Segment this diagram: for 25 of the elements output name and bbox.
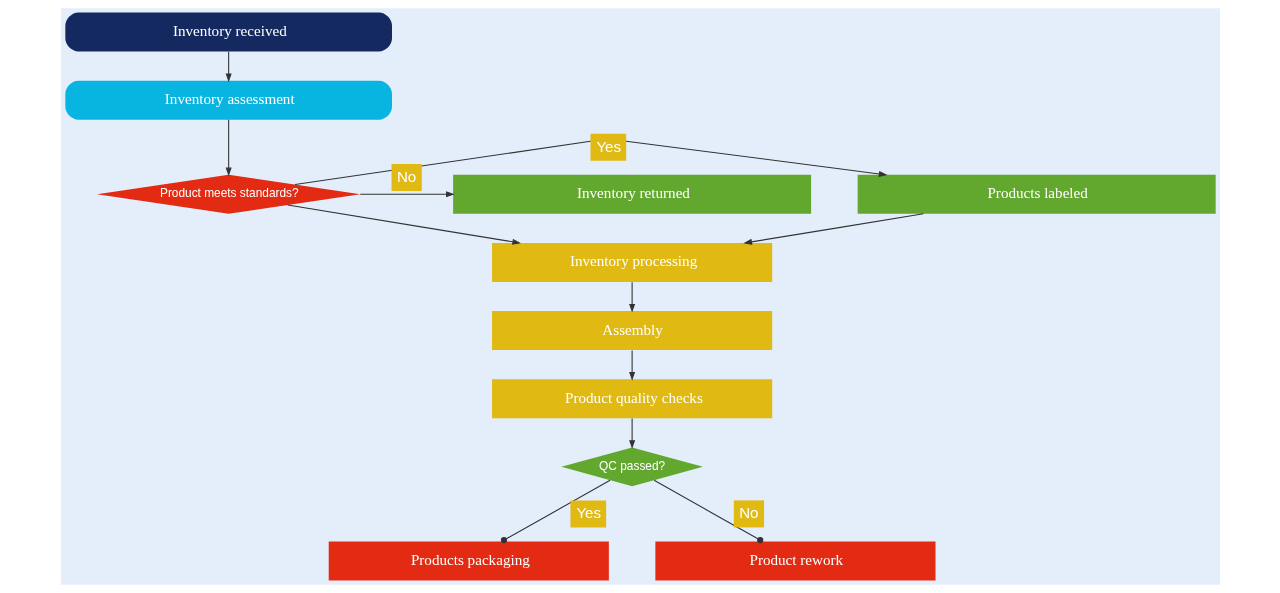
arrow (225, 51, 232, 83)
node-box: Products packaging (328, 541, 609, 581)
node-box: Inventory processing (491, 242, 772, 282)
arrow (628, 281, 635, 313)
arrow (225, 119, 232, 177)
node-box: Inventory returned (452, 174, 811, 214)
node-box: Inventory assessment (64, 80, 392, 120)
edge-label: Yes (595, 137, 621, 155)
arrow (628, 418, 635, 449)
connector (500, 479, 611, 544)
node-box: Products labeled (857, 174, 1216, 214)
node-box: Product quality checks (491, 379, 772, 419)
arrow (359, 191, 455, 198)
arrow (628, 349, 635, 381)
arrow (742, 213, 924, 245)
edge-label: No (738, 504, 759, 522)
node-box: Product rework (654, 541, 935, 581)
node-box: Inventory received (64, 12, 392, 52)
node-diamond: QC passed? (560, 447, 703, 487)
edge-label: Yes (575, 504, 601, 522)
arrow (286, 204, 521, 245)
node-box: Assembly (491, 311, 772, 351)
arrow (293, 140, 887, 186)
edge-label: No (396, 168, 416, 186)
node-diamond: Product meets standards? (96, 174, 360, 214)
